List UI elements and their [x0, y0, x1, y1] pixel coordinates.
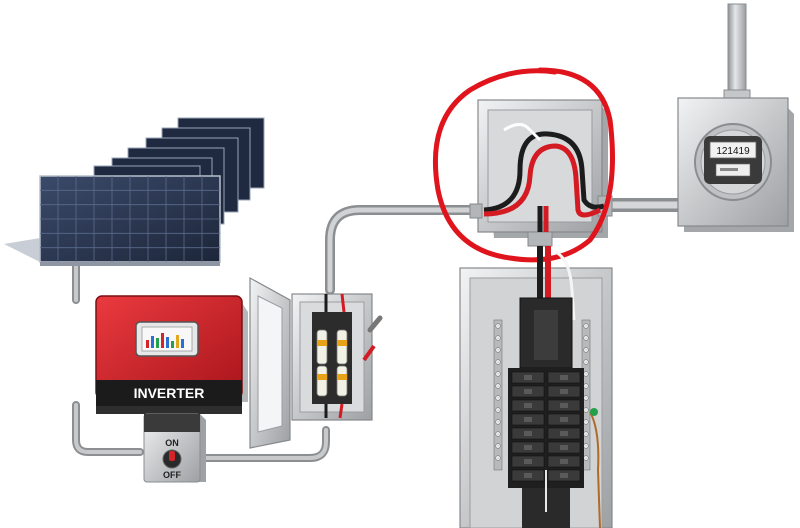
inverter-label: INVERTER: [134, 385, 205, 401]
solar-panel-array: [4, 117, 265, 266]
fuse: [316, 329, 328, 365]
highlight-circle: [432, 67, 615, 263]
fuse: [316, 365, 328, 397]
solar-panel-frame: [4, 238, 40, 262]
main-service-panel: [459, 246, 613, 528]
disconnect-handle[interactable]: [367, 315, 383, 333]
dc-disconnect-switch: ON OFF: [143, 413, 206, 483]
fuse: [336, 329, 348, 365]
switch-on-label: ON: [165, 438, 179, 448]
meter-reading: 121419: [716, 146, 750, 157]
conduit-pipes: [72, 3, 751, 462]
electric-meter: 121419: [677, 97, 794, 232]
inverter-display: [135, 321, 199, 357]
ac-disconnect-box: [249, 276, 383, 449]
junction-box: [469, 99, 613, 247]
inverter: INVERTER: [95, 295, 248, 414]
switch-off-label: OFF: [163, 470, 181, 480]
fuse: [336, 365, 348, 397]
